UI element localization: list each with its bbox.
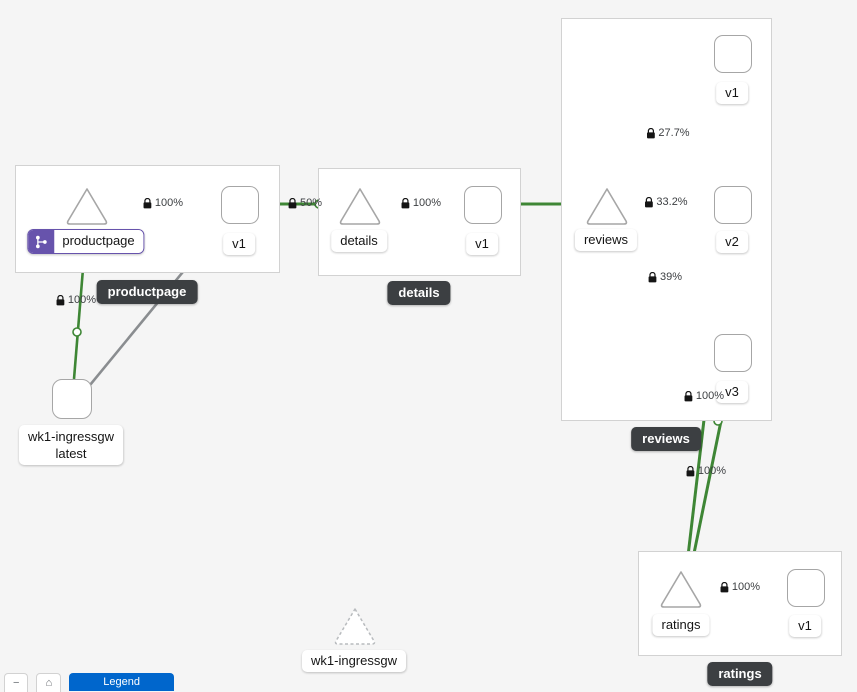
zoom-out-icon: −: [13, 677, 20, 689]
node-label-reviews-v1: v1: [716, 82, 748, 104]
fit-icon: ⌂: [45, 677, 53, 689]
group-label-reviews[interactable]: reviews: [631, 427, 701, 451]
lock-icon: [288, 197, 297, 208]
virtual-service-icon: [28, 230, 55, 253]
group-label-details[interactable]: details: [387, 281, 451, 305]
lock-icon: [56, 294, 65, 305]
node-label-productpage-v1: v1: [223, 233, 255, 255]
lock-icon: [684, 390, 693, 401]
node-wk1-ingressgw[interactable]: [52, 379, 92, 419]
edge-label-productpage-v1-details: 50%: [288, 197, 322, 209]
edge-label-text: 100%: [697, 465, 727, 477]
edge-label-reviews-v3: 39%: [648, 271, 682, 283]
edge-label-text: 100%: [412, 197, 442, 209]
edge-label-ingressgw-productpage: 100%: [56, 294, 96, 306]
legend-label: Legend: [103, 676, 140, 688]
edge-label-text: 100%: [67, 294, 97, 306]
node-label-text: productpage: [54, 230, 144, 253]
node-label-reviews-service: reviews: [574, 229, 638, 251]
node-reviews-v1[interactable]: [714, 35, 752, 73]
node-reviews-v2[interactable]: [714, 186, 752, 224]
node-label-reviews-v2: v2: [716, 231, 748, 253]
node-label-productpage-service: productpage: [27, 229, 145, 254]
edge-label-text: 50%: [299, 197, 323, 209]
node-details-v1[interactable]: [464, 186, 502, 224]
legend-button[interactable]: Legend: [69, 673, 175, 691]
edge-label-text: 100%: [154, 197, 184, 209]
lock-icon: [720, 581, 729, 592]
edge-label-text: 27.7%: [658, 127, 690, 139]
lock-icon: [401, 197, 410, 208]
node-label-details-v1: v1: [466, 233, 498, 255]
node-details-service[interactable]: [338, 186, 382, 226]
edge-label-text: 33.2%: [656, 196, 688, 208]
node-wk1-ingressgw-ghost[interactable]: [333, 606, 377, 646]
fit-to-screen-button[interactable]: ⌂: [36, 673, 62, 692]
group-label-productpage[interactable]: productpage: [96, 280, 198, 304]
zoom-controls-button[interactable]: −: [4, 673, 29, 692]
edge-label-reviews-v2-ratings: 100%: [684, 390, 724, 402]
node-label-ratings-service: ratings: [652, 614, 710, 636]
node-label-reviews-v3: v3: [716, 381, 748, 403]
node-ratings-v1[interactable]: [787, 569, 825, 607]
lock-icon: [644, 196, 653, 207]
edge-label-reviews-v2: 33.2%: [644, 196, 688, 208]
node-reviews-v3[interactable]: [714, 334, 752, 372]
edge-label-ratings-service-v1: 100%: [720, 581, 760, 593]
node-label-ratings-v1: v1: [789, 615, 821, 637]
node-ratings-service[interactable]: [659, 569, 703, 609]
lock-icon: [648, 271, 657, 282]
node-productpage-service[interactable]: [65, 186, 109, 226]
node-label-wk1-ingressgw: wk1-ingressgw latest: [19, 425, 123, 465]
edge-label-reviews-v1: 27.7%: [646, 127, 690, 139]
edge-label-text: 100%: [695, 390, 725, 402]
bottom-toolbar[interactable]: − ⌂ Legend: [0, 673, 175, 692]
edge-label-details-service-v1: 100%: [401, 197, 441, 209]
edge-label-text: 39%: [659, 271, 683, 283]
node-label-wk1-ingressgw-ghost: wk1-ingressgw: [302, 650, 406, 672]
edge-label-text: 100%: [731, 581, 761, 593]
edge-label-reviews-v3-ratings: 100%: [686, 465, 726, 477]
lock-icon: [646, 127, 655, 138]
lock-icon: [143, 197, 152, 208]
node-label-details-service: details: [331, 230, 387, 252]
group-label-ratings[interactable]: ratings: [707, 662, 773, 686]
node-productpage-v1[interactable]: [221, 186, 259, 224]
edge-label-productpage-service-v1: 100%: [143, 197, 183, 209]
lock-icon: [686, 465, 695, 476]
node-reviews-service[interactable]: [585, 186, 629, 226]
